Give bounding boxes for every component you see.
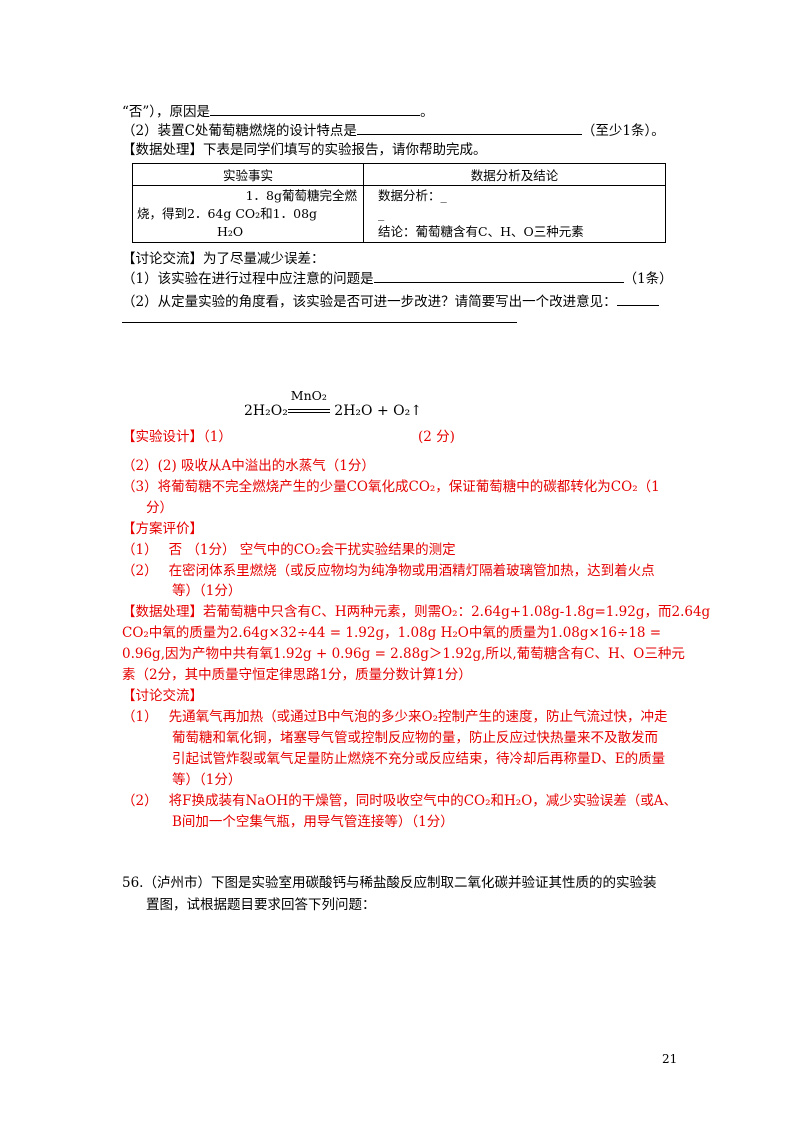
design-feature-prompt: （2）装置C处葡萄糖燃烧的设计特点是	[122, 123, 357, 139]
answer-disc-1-cont: 葡萄糖和氧化铜，堵塞导气管或控制反应物的量，防止反应过快热量来不及散发而	[172, 730, 658, 746]
answer-underline[interactable]	[122, 322, 517, 323]
table-header-row: 实验事实 数据分析及结论	[132, 163, 666, 186]
equation-right: 2H₂O + O₂↑	[334, 403, 422, 419]
fact-cell: 1．8g葡萄糖完全燃 烧，得到2．64g CO₂和1．08g H₂O	[132, 185, 364, 243]
design-feature-line: （2）装置C处葡萄糖燃烧的设计特点是 （至少1条）。	[122, 120, 665, 140]
design-feature-blank[interactable]	[356, 120, 582, 135]
discussion-q2-blank[interactable]	[616, 291, 659, 306]
answer-eval-1: （1） 否 （1分） 空气中的CO₂会干扰实验结果的测定	[122, 542, 456, 558]
question-56-line: 56.（泸州市）下图是实验室用碳酸钙与稀盐酸反应制取二氧化碳并验证其性质的的实验…	[122, 875, 657, 891]
answer-line-reason: “否”），原因是 。	[122, 101, 434, 121]
catalyst-arrow: MnO₂	[287, 388, 330, 419]
header-analysis: 数据分析及结论	[363, 163, 666, 186]
design-label: 【实验设计】（1）	[122, 429, 232, 445]
answer-design-3: （3）将葡萄糖不完全燃烧产生的少量CO氧化成CO₂，保证葡萄糖中的碳都转化为CO…	[122, 479, 660, 495]
discussion-q2-prompt: （2）从定量实验的角度看，该实验是否可进一步改进？请简要写出一个改进意见：	[122, 294, 617, 310]
analysis-line: _	[378, 206, 385, 221]
answer-disc-2: （2） 将F换成装有NaOH的干燥管，同时吸收空气中的CO₂和H₂O，减少实验误…	[122, 793, 678, 809]
reason-prompt: “否”），原因是	[122, 104, 211, 120]
evaluation-heading: 【方案评价】	[122, 521, 203, 537]
design-feature-end: （至少1条）。	[581, 123, 665, 139]
design-score: (2 分)	[418, 429, 455, 445]
equation-left: 2H₂O₂	[244, 403, 288, 419]
discussion-q1-blank[interactable]	[373, 268, 624, 283]
fact-line: 烧，得到2．64g CO₂和1．08g	[137, 206, 318, 221]
reason-blank[interactable]	[210, 101, 421, 116]
fact-line: H₂O	[217, 224, 244, 239]
discussion-heading: 【讨论交流】为了尽量减少误差：	[122, 251, 325, 267]
answer-design-3-cont: 分）	[146, 500, 173, 516]
page-number: 21	[662, 1052, 678, 1066]
answer-data-line: 0.96g,因为产物中共有氧1.92g + 0.96g = 2.88g＞1.92…	[122, 646, 685, 662]
fact-line: 1．8g葡萄糖完全燃	[245, 188, 357, 203]
discussion-q1-end: （1条）	[623, 271, 673, 287]
answer-data-line: 【数据处理】若葡萄糖中只含有C、H两种元素，则需O₂：2.64g+1.08g-1…	[122, 604, 711, 620]
answer-disc-1-cont: 引起试管炸裂或氧气足量防止燃烧不充分或反应结束，待冷却后再称量D、E的质量	[172, 751, 666, 767]
analysis-line: 数据分析：_	[378, 188, 447, 203]
discussion-q1-prompt: （1）该实验在进行过程中应注意的问题是	[122, 271, 374, 287]
answer-disc-2-cont: B间加一个空集气瓶，用导气管连接等）（1分）	[172, 814, 454, 830]
answer-eval-2: （2） 在密闭体系里燃烧（或反应物均为纯净物或用酒精灯隔着玻璃管加热，达到着火点	[122, 563, 655, 579]
analysis-cell[interactable]: 数据分析：_ _ 结论：葡萄糖含有C、H、O三种元素	[363, 185, 666, 243]
answer-data-line: 素（2分，其中质量守恒定律思路1分，质量分数计算1分）	[122, 667, 472, 683]
discussion-answer-heading: 【讨论交流】	[122, 688, 203, 704]
catalyst-label: MnO₂	[290, 388, 327, 403]
equals-bars	[287, 409, 330, 413]
discussion-q1: （1）该实验在进行过程中应注意的问题是 （1条）	[122, 268, 673, 288]
discussion-q2: （2）从定量实验的角度看，该实验是否可进一步改进？请简要写出一个改进意见：	[122, 291, 659, 311]
header-fact: 实验事实	[132, 163, 364, 186]
conclusion-line: 结论：葡萄糖含有C、H、O三种元素	[378, 224, 584, 239]
answer-design-2: （2）(2) 吸收从A中溢出的水蒸气（1分）	[122, 458, 375, 474]
reason-end: 。	[420, 104, 434, 120]
table-row: 1．8g葡萄糖完全燃 烧，得到2．64g CO₂和1．08g H₂O 数据分析：…	[132, 185, 666, 243]
answer-eval-2-cont: 等）（1分）	[172, 583, 242, 599]
answer-disc-1-cont: 等）（1分）	[172, 772, 242, 788]
experiment-report-table: 实验事实 数据分析及结论 1．8g葡萄糖完全燃 烧，得到2．64g CO₂和1．…	[132, 163, 666, 243]
answer-disc-1: （1） 先通氧气再加热（或通过B中气泡的多少来O₂控制产生的速度，防止气流过快，…	[122, 709, 668, 725]
question-56-line: 置图，试根据题目要求回答下列问题：	[146, 897, 376, 913]
data-processing-heading: 【数据处理】下表是同学们填写的实验报告，请你帮助完成。	[122, 142, 487, 158]
answer-data-line: CO₂中氧的质量为2.64g×32÷44 = 1.92g，1.08g H₂O中氧…	[122, 625, 662, 641]
